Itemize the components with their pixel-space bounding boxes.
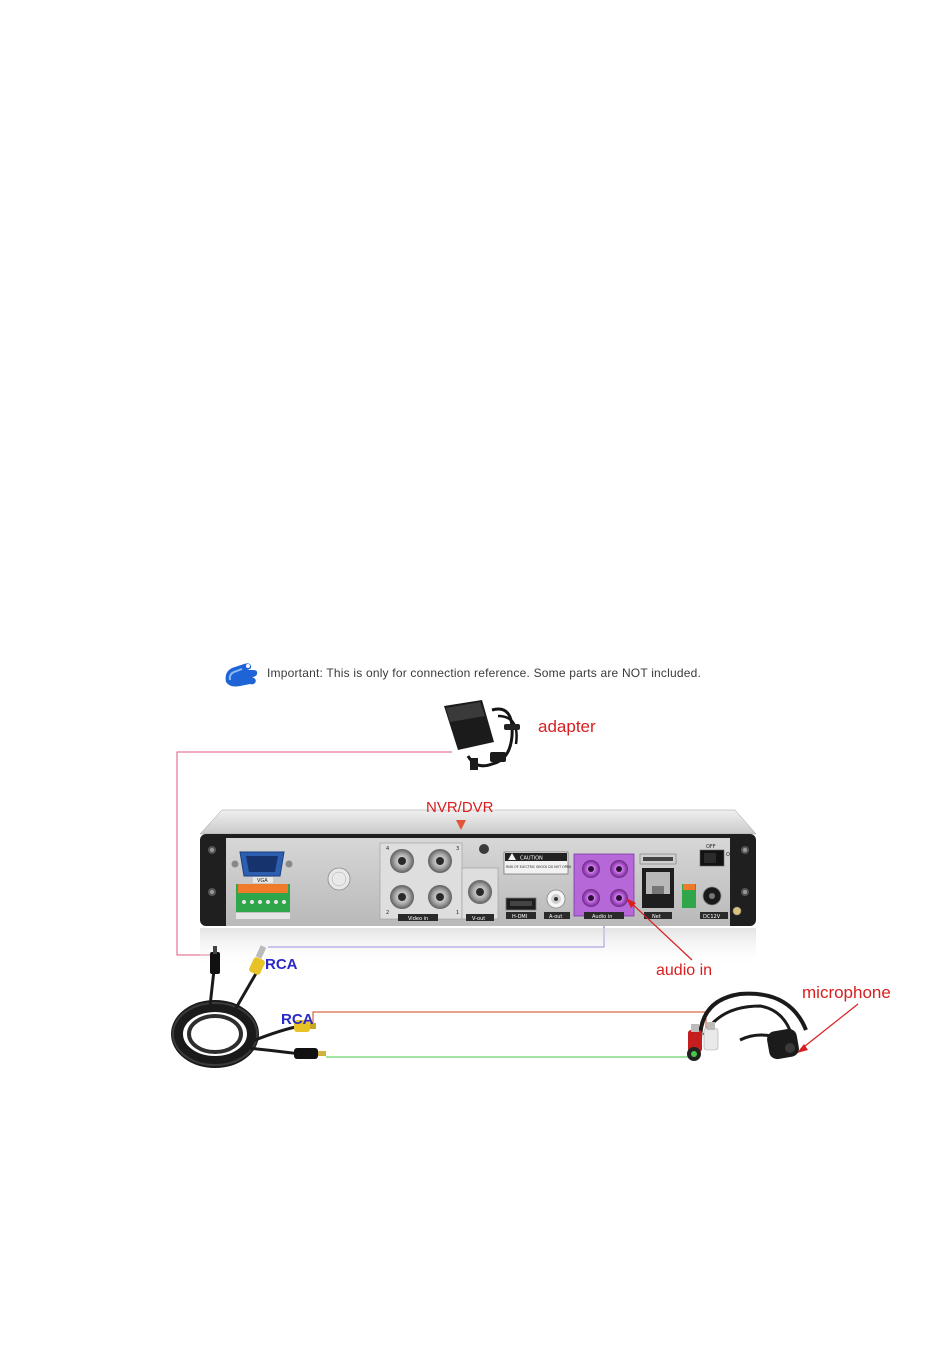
rca-label-bottom: RCA	[281, 1011, 314, 1028]
certification-stamp	[328, 868, 350, 890]
off-label: OFF	[706, 844, 716, 850]
audio-in-label: audio in	[656, 962, 712, 980]
audio-in-port-label: Audio in	[592, 914, 612, 920]
adapter-label: adapter	[538, 717, 596, 737]
port-number-4: 4	[386, 846, 389, 852]
rca-label-top: RCA	[265, 956, 298, 973]
dc12v-label: DC12V	[703, 914, 721, 920]
port-number-2: 2	[386, 910, 389, 916]
hdmi-port: H-DMI	[506, 898, 536, 920]
nvr-dvr-label: NVR/DVR	[426, 799, 494, 816]
net-label: Net	[652, 914, 661, 920]
v-out-label: V-out	[472, 916, 485, 922]
caution-sub: RISK OF ELECTRIC SHOCK DO NOT OPEN	[506, 865, 572, 869]
on-label: ON	[726, 852, 734, 858]
video-in-label: Video in	[408, 916, 428, 922]
vga-label: VGA	[257, 878, 268, 884]
power-adapter	[444, 700, 520, 770]
ground-screw	[733, 907, 741, 915]
caution-sticker: CAUTION RISK OF ELECTRIC SHOCK DO NOT OP…	[504, 852, 572, 874]
caution-label: CAUTION	[520, 856, 543, 862]
microphone-pointer	[800, 1004, 858, 1050]
microphone-device	[687, 994, 806, 1061]
alarm-terminal-block	[236, 884, 290, 919]
nvr-dvr-unit: VGA	[200, 810, 756, 968]
microphone-label: microphone	[802, 983, 891, 1003]
audio-in-ports: Audio in	[574, 854, 634, 920]
hdmi-label: H-DMI	[512, 914, 527, 920]
audio-signal-line	[313, 1012, 706, 1030]
a-out-label: A-out	[549, 914, 562, 920]
port-number-3: 3	[456, 846, 459, 852]
port-number-1: 1	[456, 910, 459, 916]
